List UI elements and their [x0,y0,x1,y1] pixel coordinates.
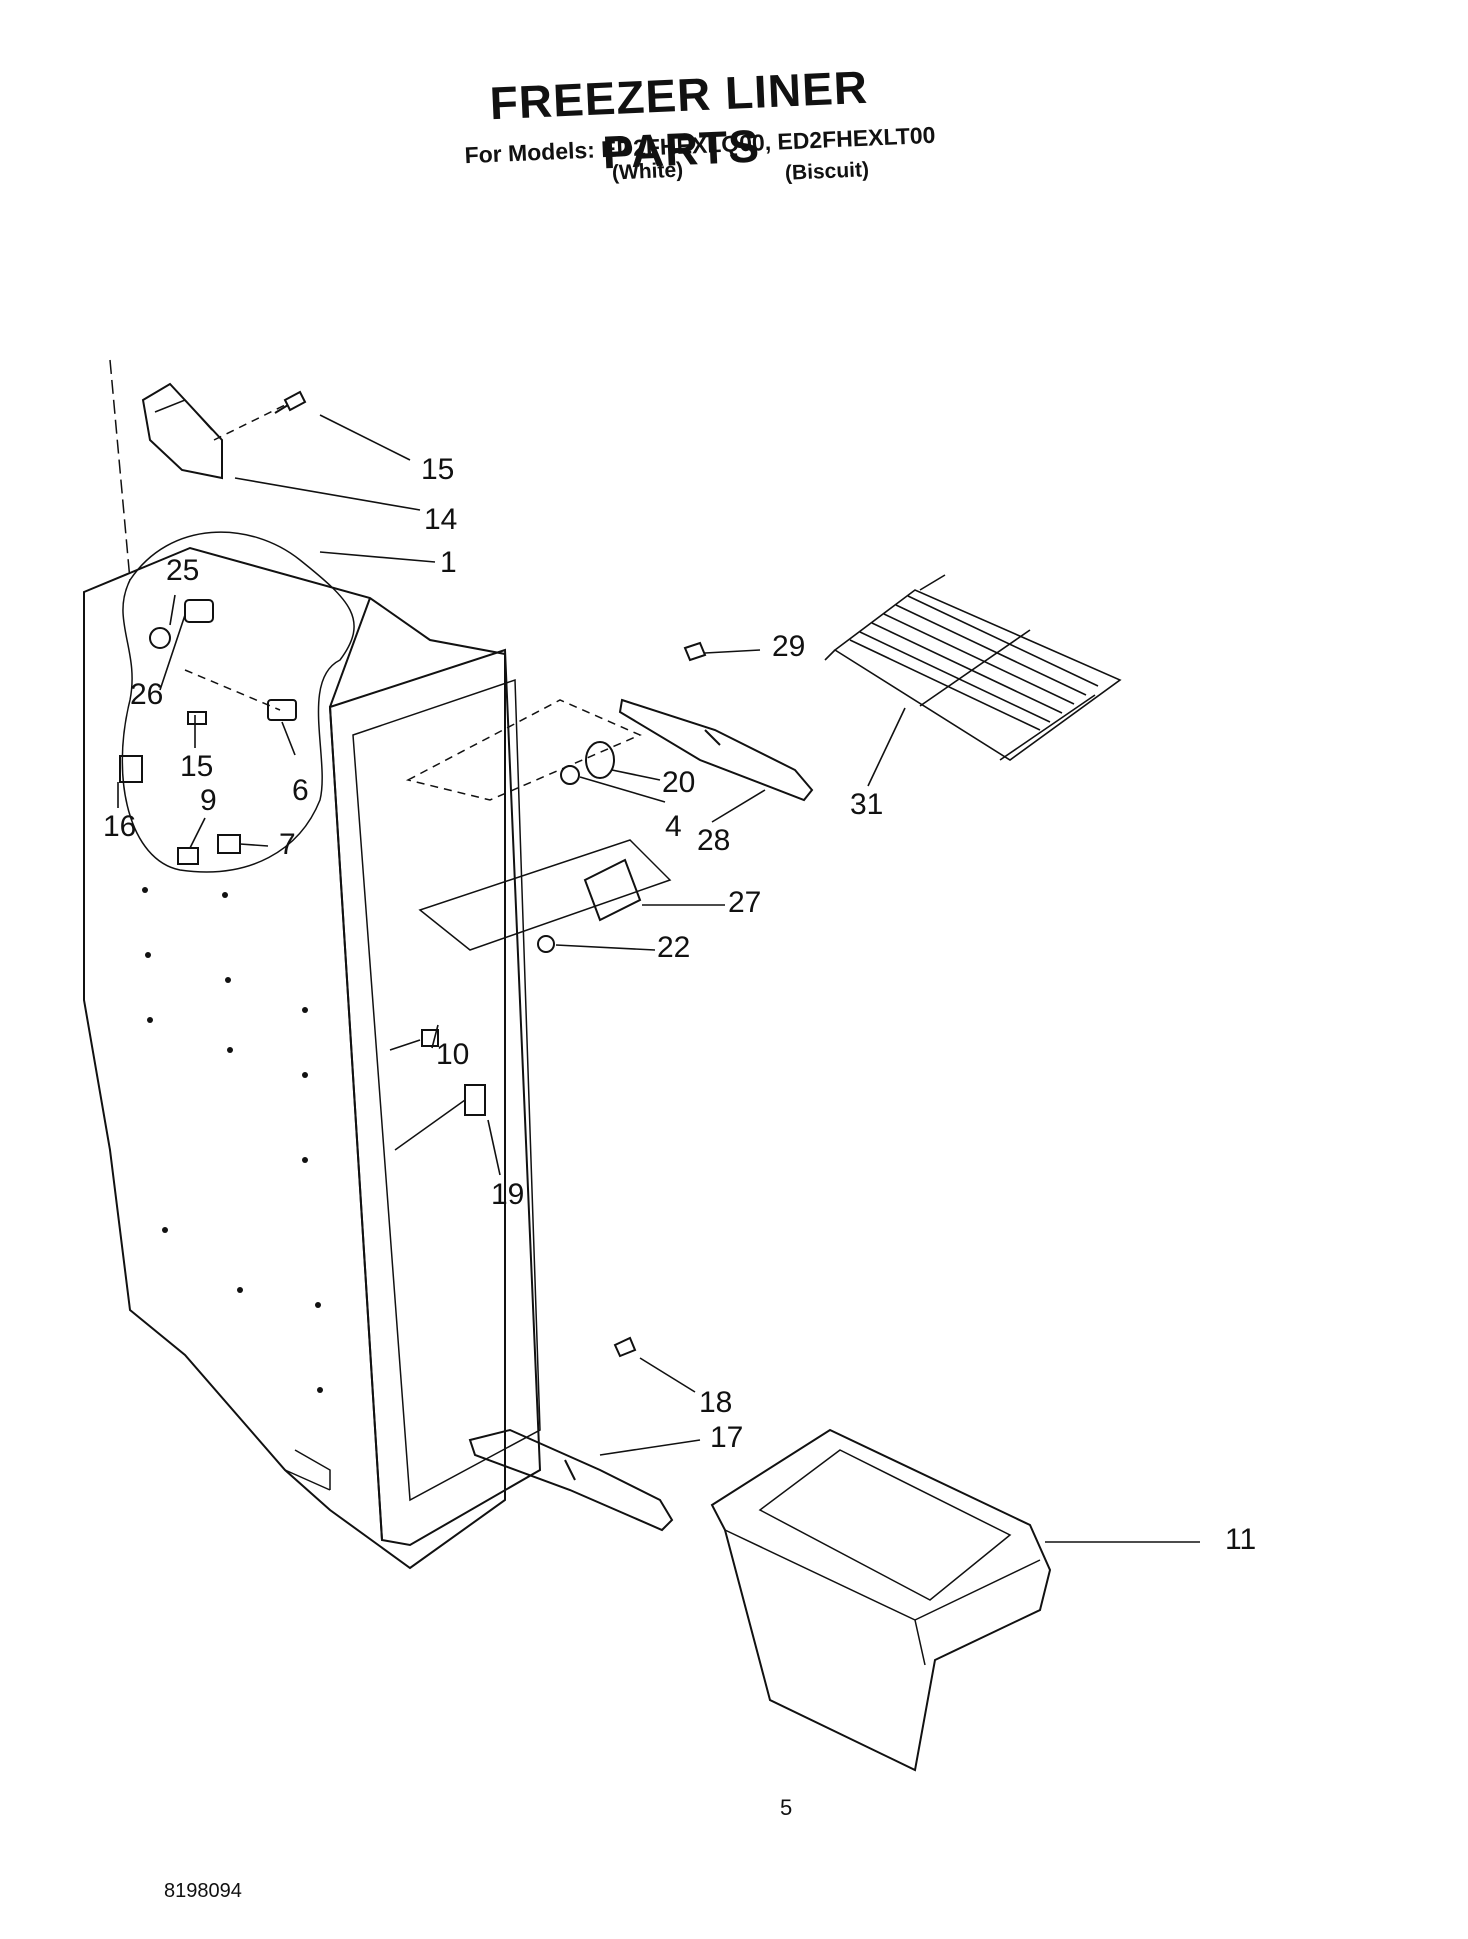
freezer-liner-body [83,546,542,1570]
callout-15b: 15 [180,750,214,783]
part-18-screw [613,1336,637,1358]
part-9-screw [177,847,199,865]
part-4-screw [560,765,580,785]
callout-25: 25 [166,554,200,587]
part-15-screw [274,390,307,414]
part-22-screw [537,935,555,953]
part-26-socket [184,599,214,623]
callout-9: 9 [200,784,217,817]
document-number: 8198094 [164,1880,242,1902]
part-10-button [421,1029,439,1047]
part-6-clip [267,699,297,721]
callout-18: 18 [699,1386,733,1419]
callout-29: 29 [772,630,806,663]
part-11-ice-bin [710,1428,1052,1772]
part-27-bracket [583,858,642,922]
part-19-switch [464,1084,486,1116]
callout-20: 20 [662,766,696,799]
callout-26: 26 [130,678,164,711]
callout-17: 17 [710,1421,744,1454]
callout-31: 31 [850,788,884,821]
callout-14: 14 [424,503,458,536]
part-7-clip [217,834,241,854]
callout-28: 28 [697,824,731,857]
part-28-rail [618,698,814,802]
callout-22: 22 [657,931,691,964]
part-31-wire-shelf [824,574,1122,761]
part-15-screw-lower [187,711,207,725]
part-14-bracket [141,382,223,480]
page-number: 5 [780,1795,793,1820]
callout-6: 6 [292,774,309,807]
part-16-clip [119,755,143,783]
callout-11: 11 [1225,1523,1257,1556]
part-25-bulb [149,627,171,649]
part-20-grommet [585,741,615,779]
callout-19: 19 [491,1178,525,1211]
part-17-rail [468,1428,674,1532]
part-29-screw [683,641,707,662]
callout-leader-lines [117,414,1200,1543]
callout-27: 27 [728,886,762,919]
callout-4: 4 [665,810,682,843]
callout-1: 1 [440,546,457,579]
callout-16: 16 [103,810,137,843]
mounting-holes [142,887,323,1393]
callout-15: 15 [421,453,455,486]
callout-10: 10 [436,1038,470,1071]
callout-7: 7 [279,828,296,861]
